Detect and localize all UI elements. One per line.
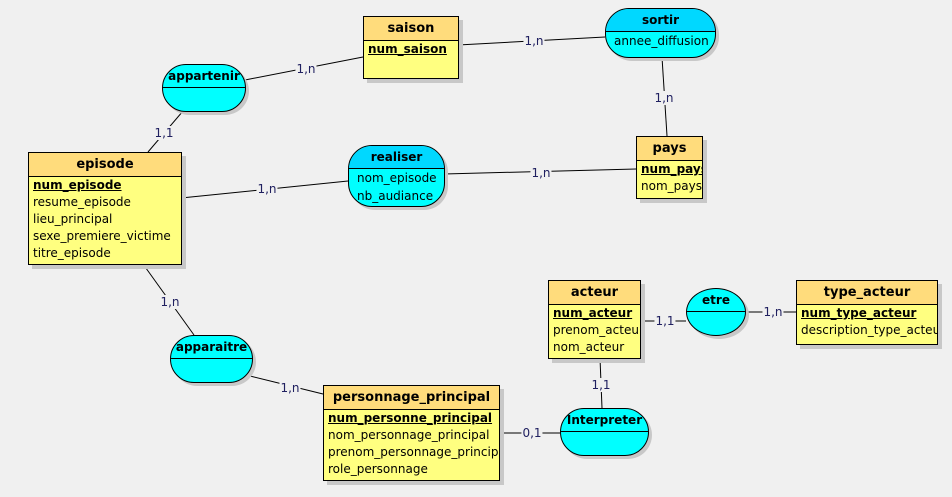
association-apparaitre[interactable]: apparaitre xyxy=(170,335,253,383)
entity-title: type_acteur xyxy=(797,281,937,305)
primary-key: num_type_acteur xyxy=(801,306,917,320)
entity-title: personnage_principal xyxy=(324,386,499,410)
association-title: Interpreter xyxy=(561,409,648,432)
association-sortir[interactable]: sortir annee_diffusion xyxy=(605,8,716,58)
attribute: resume_episode xyxy=(33,195,131,209)
association-title: realiser xyxy=(349,146,444,169)
association-etre[interactable]: etre xyxy=(686,288,746,336)
primary-key: num_pays xyxy=(641,162,702,176)
entity-type-acteur[interactable]: type_acteur num_type_acteur description_… xyxy=(796,280,938,345)
cardinality-label: 1,n xyxy=(653,91,675,105)
attribute: sexe_premiere_victime xyxy=(33,229,171,243)
entity-pays[interactable]: pays num_pays nom_pays xyxy=(636,136,703,199)
attribute: prenom_acteur xyxy=(553,323,640,337)
entity-personnage-principal[interactable]: personnage_principal num_personne_princi… xyxy=(323,385,500,481)
entity-title: acteur xyxy=(549,281,640,305)
association-title: apparaitre xyxy=(171,336,252,359)
association-appartenir[interactable]: appartenir xyxy=(162,64,246,112)
attribute: nom_pays xyxy=(641,179,702,193)
entity-episode[interactable]: episode num_episode resume_episode lieu_… xyxy=(28,152,182,265)
cardinality-label: 1,n xyxy=(159,295,181,309)
attribute: nom_personnage_principal xyxy=(328,428,490,442)
association-title: sortir xyxy=(606,9,715,32)
entity-saison[interactable]: saison num_saison xyxy=(363,16,459,79)
cardinality-label: 1,1 xyxy=(590,378,612,392)
attribute: nb_audiance xyxy=(357,189,434,203)
primary-key: num_episode xyxy=(33,178,122,192)
cardinality-label: 1,n xyxy=(530,166,552,180)
attribute: titre_episode xyxy=(33,246,111,260)
entity-acteur[interactable]: acteur num_acteur prenom_acteur nom_acte… xyxy=(548,280,641,359)
attribute: annee_diffusion xyxy=(614,34,709,48)
primary-key: num_personne_principal xyxy=(328,411,493,425)
primary-key: num_saison xyxy=(368,42,447,56)
attribute: description_type_acteur xyxy=(801,323,937,337)
cardinality-label: 1,n xyxy=(295,62,317,76)
entity-title: saison xyxy=(364,17,458,41)
attribute: role_personnage xyxy=(328,462,428,476)
attribute: prenom_personnage_principal xyxy=(328,445,499,459)
primary-key: num_acteur xyxy=(553,306,633,320)
cardinality-label: 1,1 xyxy=(654,314,676,328)
attribute: lieu_principal xyxy=(33,212,113,226)
association-title: appartenir xyxy=(163,65,245,88)
attribute: nom_acteur xyxy=(553,340,625,354)
cardinality-label: 1,n xyxy=(762,305,784,319)
association-interpreter[interactable]: Interpreter xyxy=(560,408,649,456)
association-realiser[interactable]: realiser nom_episode nb_audiance xyxy=(348,145,445,207)
cardinality-label: 1,n xyxy=(523,34,545,48)
entity-title: pays xyxy=(637,137,702,161)
cardinality-label: 0,1 xyxy=(521,426,543,440)
cardinality-label: 1,n xyxy=(279,381,301,395)
cardinality-label: 1,n xyxy=(256,182,278,196)
attribute: nom_episode xyxy=(357,171,437,185)
cardinality-label: 1,1 xyxy=(153,126,175,140)
association-title: etre xyxy=(687,289,745,312)
entity-title: episode xyxy=(29,153,181,177)
